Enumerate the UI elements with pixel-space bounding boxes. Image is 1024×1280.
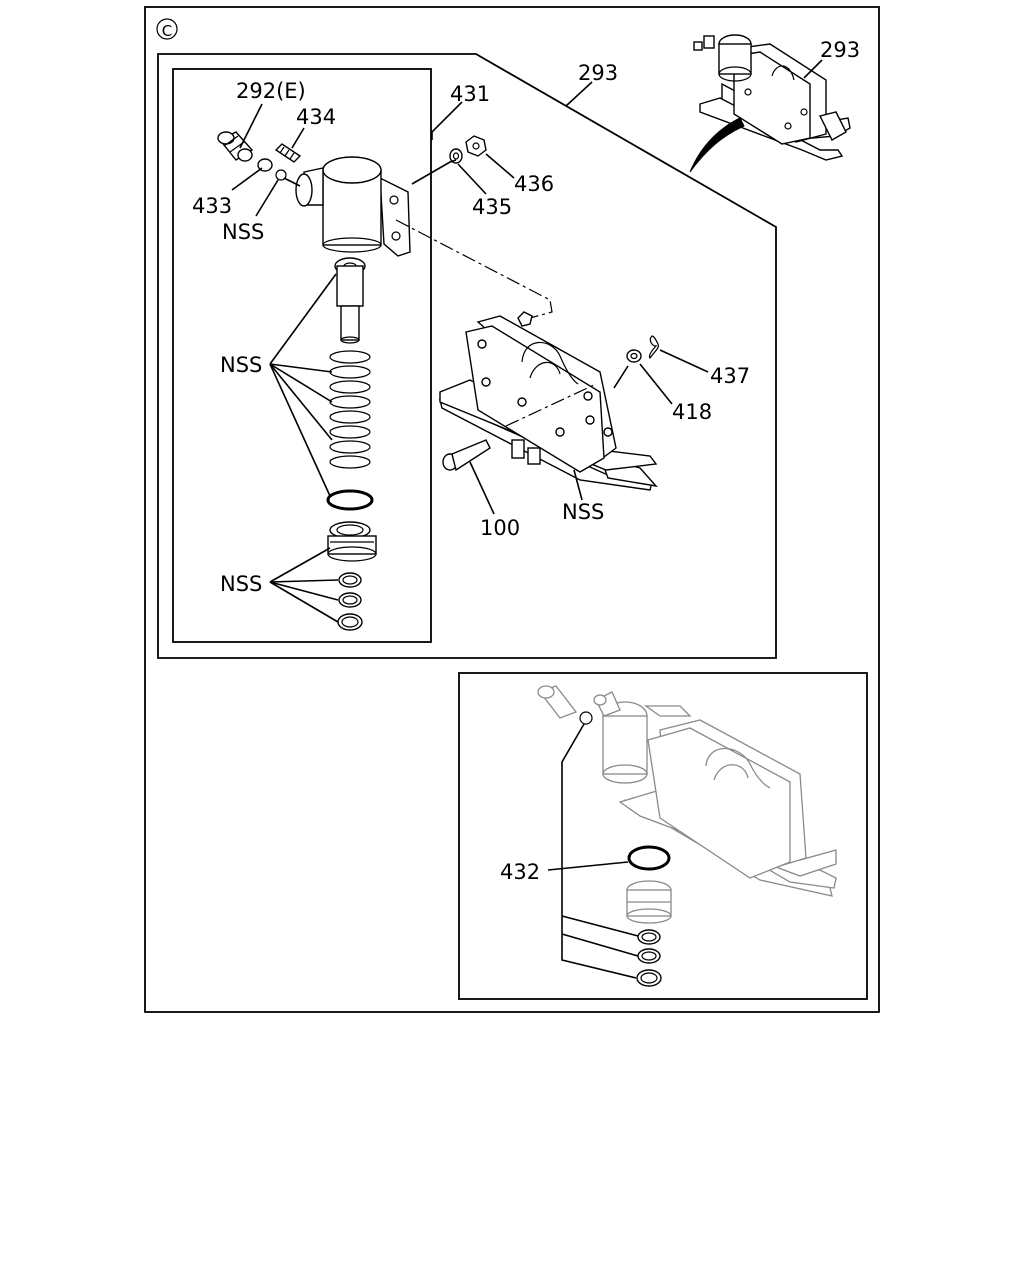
washer-418 <box>626 349 642 363</box>
valve-body-431 <box>295 156 411 257</box>
label-292e: 292(E) <box>236 79 306 103</box>
label-435: 435 <box>472 195 512 219</box>
plunger <box>334 257 366 344</box>
bolt-100 <box>442 439 491 472</box>
leader-lines <box>231 81 709 979</box>
washer-435 <box>449 148 463 164</box>
bracket-assembly <box>438 311 658 491</box>
inset-assembly-drawing <box>693 34 851 161</box>
label-432: 432 <box>500 860 540 884</box>
label-nss-spring: NSS <box>220 353 262 377</box>
label-293-inset: 293 <box>820 38 860 62</box>
detail-view-box <box>458 672 868 1000</box>
view-marker: C <box>156 18 178 40</box>
guide-detail <box>626 880 672 924</box>
label-431: 431 <box>450 82 490 106</box>
label-100: 100 <box>480 516 520 540</box>
o-ring-1 <box>338 572 362 588</box>
cotter-pin-437 <box>648 335 659 359</box>
outer-frame <box>144 6 880 1013</box>
fitting-292e <box>217 131 254 162</box>
label-418: 418 <box>672 400 712 424</box>
o-ring-detail-1 <box>637 929 661 945</box>
spring <box>329 350 371 469</box>
o-ring-small <box>275 169 287 181</box>
o-ring-detail-top <box>579 711 593 725</box>
label-433: 433 <box>192 194 232 218</box>
label-nss-top: NSS <box>222 220 264 244</box>
label-nss-bottom: NSS <box>220 572 262 596</box>
label-437: 437 <box>710 364 750 388</box>
screw-434 <box>274 143 302 163</box>
o-ring-large <box>326 489 374 511</box>
svg-text:C: C <box>162 22 172 40</box>
nut-436 <box>465 135 487 157</box>
o-ring-2 <box>338 592 362 608</box>
detail-assembly-drawing <box>537 685 837 897</box>
label-nss-bracket: NSS <box>562 500 604 524</box>
o-ring-432 <box>627 845 671 871</box>
exploded-view-box <box>172 68 432 643</box>
o-ring-detail-2 <box>637 948 661 964</box>
label-434: 434 <box>296 105 336 129</box>
label-436: 436 <box>514 172 554 196</box>
guide <box>327 521 377 562</box>
assembly-outline <box>157 53 777 659</box>
label-293-main: 293 <box>578 61 618 85</box>
inset-pointer-arrow <box>689 117 745 173</box>
assembly-center-line <box>395 219 553 319</box>
